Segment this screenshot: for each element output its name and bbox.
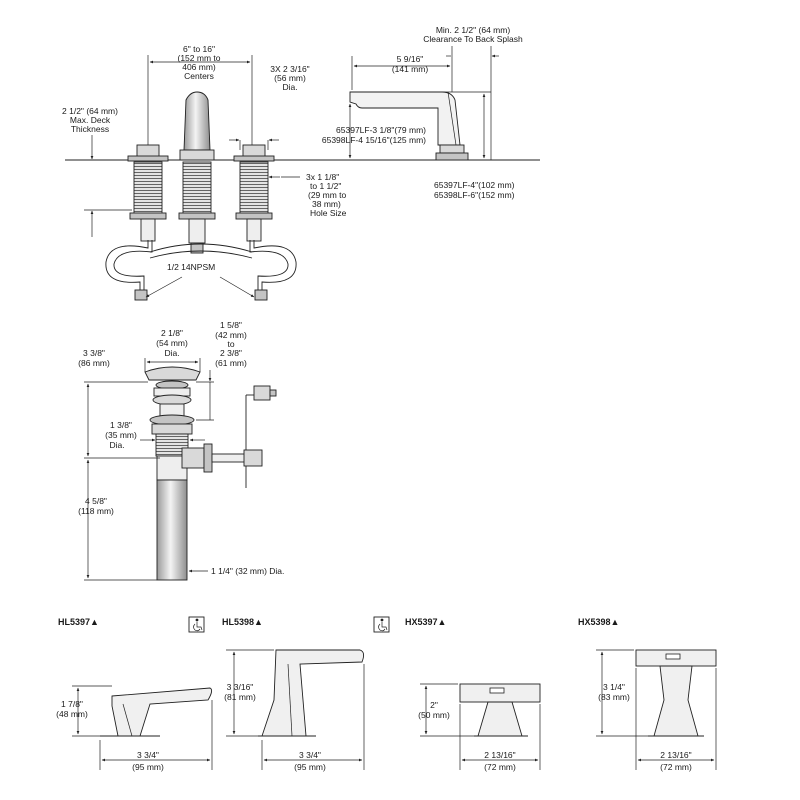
svg-text:(118 mm): (118 mm) <box>78 506 114 516</box>
svg-text:65398LF-4 15/16"(125 mm): 65398LF-4 15/16"(125 mm) <box>322 135 426 145</box>
svg-text:to 1 1/2": to 1 1/2" <box>310 181 341 191</box>
svg-text:65398LF-6"(152 mm): 65398LF-6"(152 mm) <box>434 190 515 200</box>
handle-option-hl5397: HL5397▲ 1 7/8" (48 mm) 3 3/4" (95 mm) <box>56 617 213 772</box>
handle-model-label: HL5398▲ <box>222 617 263 627</box>
svg-text:(61 mm): (61 mm) <box>215 358 247 368</box>
handle-option-hx5397: HX5397▲ 2" (50 mm) 2 13/16" (72 mm) <box>373 616 541 772</box>
svg-text:1 5/8": 1 5/8" <box>220 320 242 330</box>
left-valve <box>127 144 169 242</box>
drain-tailpiece-dia: 1 1/4" (32 mm) Dia. <box>211 566 284 576</box>
spout-body <box>178 91 216 254</box>
svg-text:Hole Size: Hole Size <box>310 208 347 218</box>
svg-text:(95 mm): (95 mm) <box>132 762 164 772</box>
drain-assembly: 3 3/8" (86 mm) 4 5/8" (118 mm) 2 1/8" (5… <box>78 320 284 581</box>
svg-text:2 1/8": 2 1/8" <box>161 328 183 338</box>
svg-text:2 13/16": 2 13/16" <box>484 750 515 760</box>
svg-text:(95 mm): (95 mm) <box>294 762 326 772</box>
svg-text:2": 2" <box>430 700 438 710</box>
spout-side-profile <box>349 91 491 161</box>
svg-text:3x 1 1/8": 3x 1 1/8" <box>306 172 339 182</box>
svg-text:Dia.: Dia. <box>164 348 179 358</box>
svg-text:2 3/8": 2 3/8" <box>220 348 242 358</box>
drain-body-diameter: 1 3/8" (35 mm) Dia. <box>105 420 137 450</box>
svg-text:406 mm): 406 mm) <box>182 62 216 72</box>
spout-height-dimension: 65397LF-3 1/8"(79 mm) 65398LF-4 15/16"(1… <box>322 125 426 145</box>
svg-text:Max. Deck: Max. Deck <box>70 115 111 125</box>
svg-text:3X 2 3/16": 3X 2 3/16" <box>270 64 309 74</box>
svg-text:5 9/16": 5 9/16" <box>397 54 424 64</box>
svg-text:65397LF-4"(102 mm): 65397LF-4"(102 mm) <box>434 180 515 190</box>
spout-reach-dimension: 5 9/16" (141 mm) <box>392 54 429 74</box>
supply-hoses <box>105 240 297 301</box>
svg-text:3 3/16": 3 3/16" <box>227 682 254 692</box>
drain-tail-length: 4 5/8" (118 mm) <box>78 496 114 516</box>
clearance-dimension: Min. 2 1/2" (64 mm) Clearance To Back Sp… <box>423 25 523 44</box>
handle-model-label: HL5397▲ <box>58 617 99 627</box>
accessible-icon <box>373 616 390 633</box>
svg-text:1 3/8": 1 3/8" <box>110 420 132 430</box>
svg-text:1 7/8": 1 7/8" <box>61 699 83 709</box>
handle-option-hl5398: HL5398▲ 3 3/16" (81 mm) 3 3/4" (95 mm) <box>188 616 365 772</box>
svg-text:(35 mm): (35 mm) <box>105 430 137 440</box>
faucet-top-view: 1/2 14NPSM 6" to 16" (152 mm to 406 mm) … <box>62 25 540 301</box>
svg-text:(141 mm): (141 mm) <box>392 64 429 74</box>
svg-text:Clearance To Back Splash: Clearance To Back Splash <box>423 34 523 44</box>
svg-text:(42 mm): (42 mm) <box>215 330 247 340</box>
svg-text:Dia.: Dia. <box>109 440 124 450</box>
handle-diameter-dimension: 3X 2 3/16" (56 mm) Dia. <box>270 64 309 92</box>
svg-text:3 3/4": 3 3/4" <box>299 750 321 760</box>
svg-text:Dia.: Dia. <box>282 82 297 92</box>
svg-text:38 mm): 38 mm) <box>312 199 341 209</box>
svg-text:(83 mm): (83 mm) <box>598 692 630 702</box>
drain-cap-height: 3 3/8" (86 mm) <box>78 348 110 368</box>
svg-text:2 1/2" (64 mm): 2 1/2" (64 mm) <box>62 106 118 116</box>
accessible-icon <box>188 616 205 633</box>
svg-text:(50 mm): (50 mm) <box>418 710 450 720</box>
svg-text:3 1/4": 3 1/4" <box>603 682 625 692</box>
svg-text:to: to <box>227 339 234 349</box>
svg-text:(86 mm): (86 mm) <box>78 358 110 368</box>
svg-text:65397LF-3 1/8"(79 mm): 65397LF-3 1/8"(79 mm) <box>336 125 426 135</box>
handle-option-hx5398: HX5398▲ 3 1/4" (83 mm) 2 13/16" (72 mm) <box>578 617 717 772</box>
centers-dimension: 6" to 16" (152 mm to 406 mm) Centers <box>178 44 221 81</box>
svg-text:Thickness: Thickness <box>71 124 109 134</box>
deck-thickness-dimension: 2 1/2" (64 mm) Max. Deck Thickness <box>62 106 118 134</box>
svg-text:(48 mm): (48 mm) <box>56 709 88 719</box>
svg-text:3 3/8": 3 3/8" <box>83 348 105 358</box>
svg-text:Centers: Centers <box>184 71 214 81</box>
svg-text:(81 mm): (81 mm) <box>224 692 256 702</box>
svg-text:Min. 2 1/2" (64 mm): Min. 2 1/2" (64 mm) <box>436 25 511 35</box>
svg-text:6" to 16": 6" to 16" <box>183 44 215 54</box>
svg-text:(54 mm): (54 mm) <box>156 338 188 348</box>
right-valve <box>233 144 275 242</box>
drain-adjust-range: 1 5/8" (42 mm) to 2 3/8" (61 mm) <box>215 320 247 368</box>
drain-top-diameter: 2 1/8" (54 mm) Dia. <box>156 328 188 358</box>
svg-text:(72 mm): (72 mm) <box>484 762 516 772</box>
svg-text:2 13/16": 2 13/16" <box>660 750 691 760</box>
svg-text:4 5/8": 4 5/8" <box>85 496 107 506</box>
hole-size-dimension: 3x 1 1/8" to 1 1/2" (29 mm to 38 mm) Hol… <box>306 172 347 218</box>
connection-label: 1/2 14NPSM <box>167 262 215 272</box>
svg-text:(72 mm): (72 mm) <box>660 762 692 772</box>
spout-total-height-dimension: 65397LF-4"(102 mm) 65398LF-6"(152 mm) <box>434 180 515 200</box>
svg-text:(29 mm to: (29 mm to <box>308 190 347 200</box>
svg-text:3 3/4": 3 3/4" <box>137 750 159 760</box>
handle-model-label: HX5398▲ <box>578 617 619 627</box>
handle-model-label: HX5397▲ <box>405 617 446 627</box>
svg-text:(152 mm to: (152 mm to <box>178 53 221 63</box>
svg-text:(56 mm): (56 mm) <box>274 73 306 83</box>
